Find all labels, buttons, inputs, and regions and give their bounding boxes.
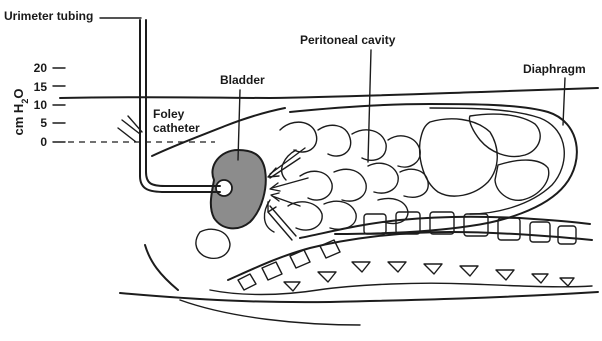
scale-unit-label: cm H2O [11,89,30,136]
catheter-balloon [216,180,232,196]
pressure-arrows [268,148,308,240]
diaphragm-leader [563,78,565,125]
scale-tick-0: 0 [40,135,47,149]
scale-tick-10: 10 [34,98,48,112]
bladder [211,148,308,240]
label-foley: Foley [153,107,185,121]
vertebrae [238,212,576,291]
scale-tick-15: 15 [34,80,48,94]
pressure-scale: cm H2O 20 15 10 5 0 [11,61,215,149]
label-urimeter-tubing: Urimeter tubing [4,9,93,23]
label-catheter: catheter [153,121,200,135]
scale-tick-20: 20 [34,61,48,75]
label-bladder: Bladder [220,73,265,87]
scale-tick-5: 5 [40,116,47,130]
spine [210,212,592,295]
scale-tick-marks [53,68,65,142]
catheter-tubing [118,20,220,192]
label-peritoneal-cavity: Peritoneal cavity [300,33,396,47]
label-diaphragm: Diaphragm [523,62,586,76]
